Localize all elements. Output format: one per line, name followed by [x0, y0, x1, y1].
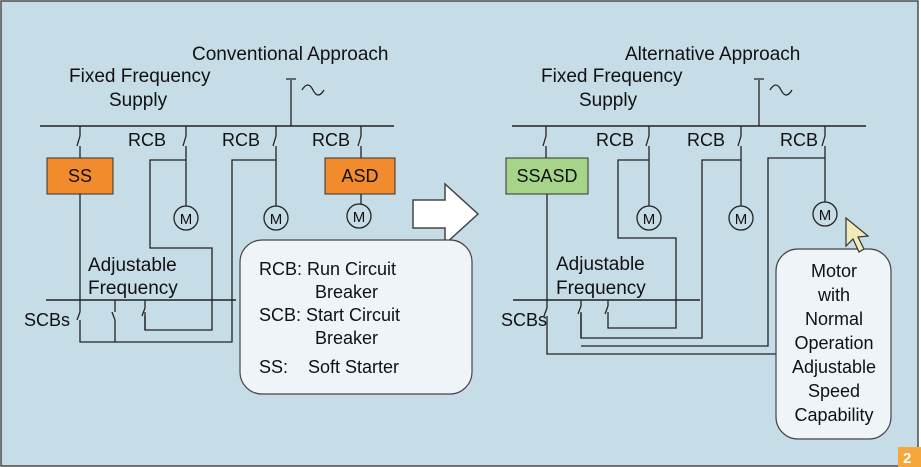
left-motor-1-label: M [180, 211, 193, 228]
motor-note-line: Normal [805, 309, 863, 329]
right-motor-2-label: M [735, 211, 748, 228]
ssasd-box-label: SSASD [516, 166, 577, 186]
figure-badge-number: 2 [903, 450, 911, 467]
right-motor-3-label: M [819, 207, 832, 224]
left-supply-line2: Supply [109, 90, 168, 111]
left-adj-line2: Frequency [88, 278, 178, 299]
legend-line1: RCB: Run Circuit [259, 259, 396, 279]
ac-source-icon [286, 78, 325, 126]
motor-note-line: Speed [808, 381, 860, 401]
left-wiring [46, 159, 362, 343]
motor-note-line: Capability [794, 405, 873, 425]
ac-source-icon [754, 78, 793, 126]
left-motor-3-label: M [353, 209, 366, 226]
legend-line4: Breaker [315, 328, 378, 348]
motor-note-line: Adjustable [792, 357, 876, 377]
right-scbs-label: SCBs [501, 310, 547, 330]
right-rcb1-label: RCB [596, 130, 634, 150]
cursor-icon [845, 216, 870, 253]
ssasd-box [505, 157, 589, 195]
left-adj-line1: Adjustable [88, 255, 177, 276]
left-scbs-label: SCBs [24, 310, 70, 330]
legend-line3: SCB: Start Circuit [259, 305, 400, 325]
left-motor-2-label: M [270, 211, 283, 228]
figure-badge [898, 447, 921, 467]
left-rcb2-label: RCB [222, 130, 260, 150]
arrow-right-icon [412, 182, 480, 246]
left-rcb1-label: RCB [128, 130, 166, 150]
motor-note-line: with [817, 285, 850, 305]
right-adj-line1: Adjustable [556, 254, 645, 275]
left-title: Conventional Approach [192, 44, 388, 65]
motor-note-line: Motor [811, 261, 857, 281]
legend-line5: SS: Soft Starter [259, 357, 399, 377]
right-rcb3-label: RCB [780, 130, 818, 150]
left-motor-3 [346, 203, 372, 229]
right-supply-line1: Fixed Frequency [541, 66, 683, 87]
ss-box-label: SS [68, 166, 92, 186]
left-rcb3-label: RCB [312, 130, 350, 150]
left-supply-line1: Fixed Frequency [69, 66, 211, 87]
asd-box-label: ASD [341, 166, 378, 186]
right-motor-1-label: M [643, 211, 656, 228]
motor-note-line: Operation [794, 333, 873, 353]
asd-box [324, 157, 396, 195]
legend-line2: Breaker [315, 282, 378, 302]
right-rcb2-label: RCB [687, 130, 725, 150]
right-supply-line2: Supply [579, 90, 638, 111]
legend-box [239, 239, 473, 395]
ss-box [46, 157, 114, 195]
right-title: Alternative Approach [625, 44, 800, 65]
motor-note-box [775, 248, 892, 440]
right-adj-line2: Frequency [556, 278, 646, 299]
right-wiring [513, 157, 826, 355]
breaker-switch-icon [76, 126, 362, 160]
breaker-switch-icon [542, 126, 826, 160]
